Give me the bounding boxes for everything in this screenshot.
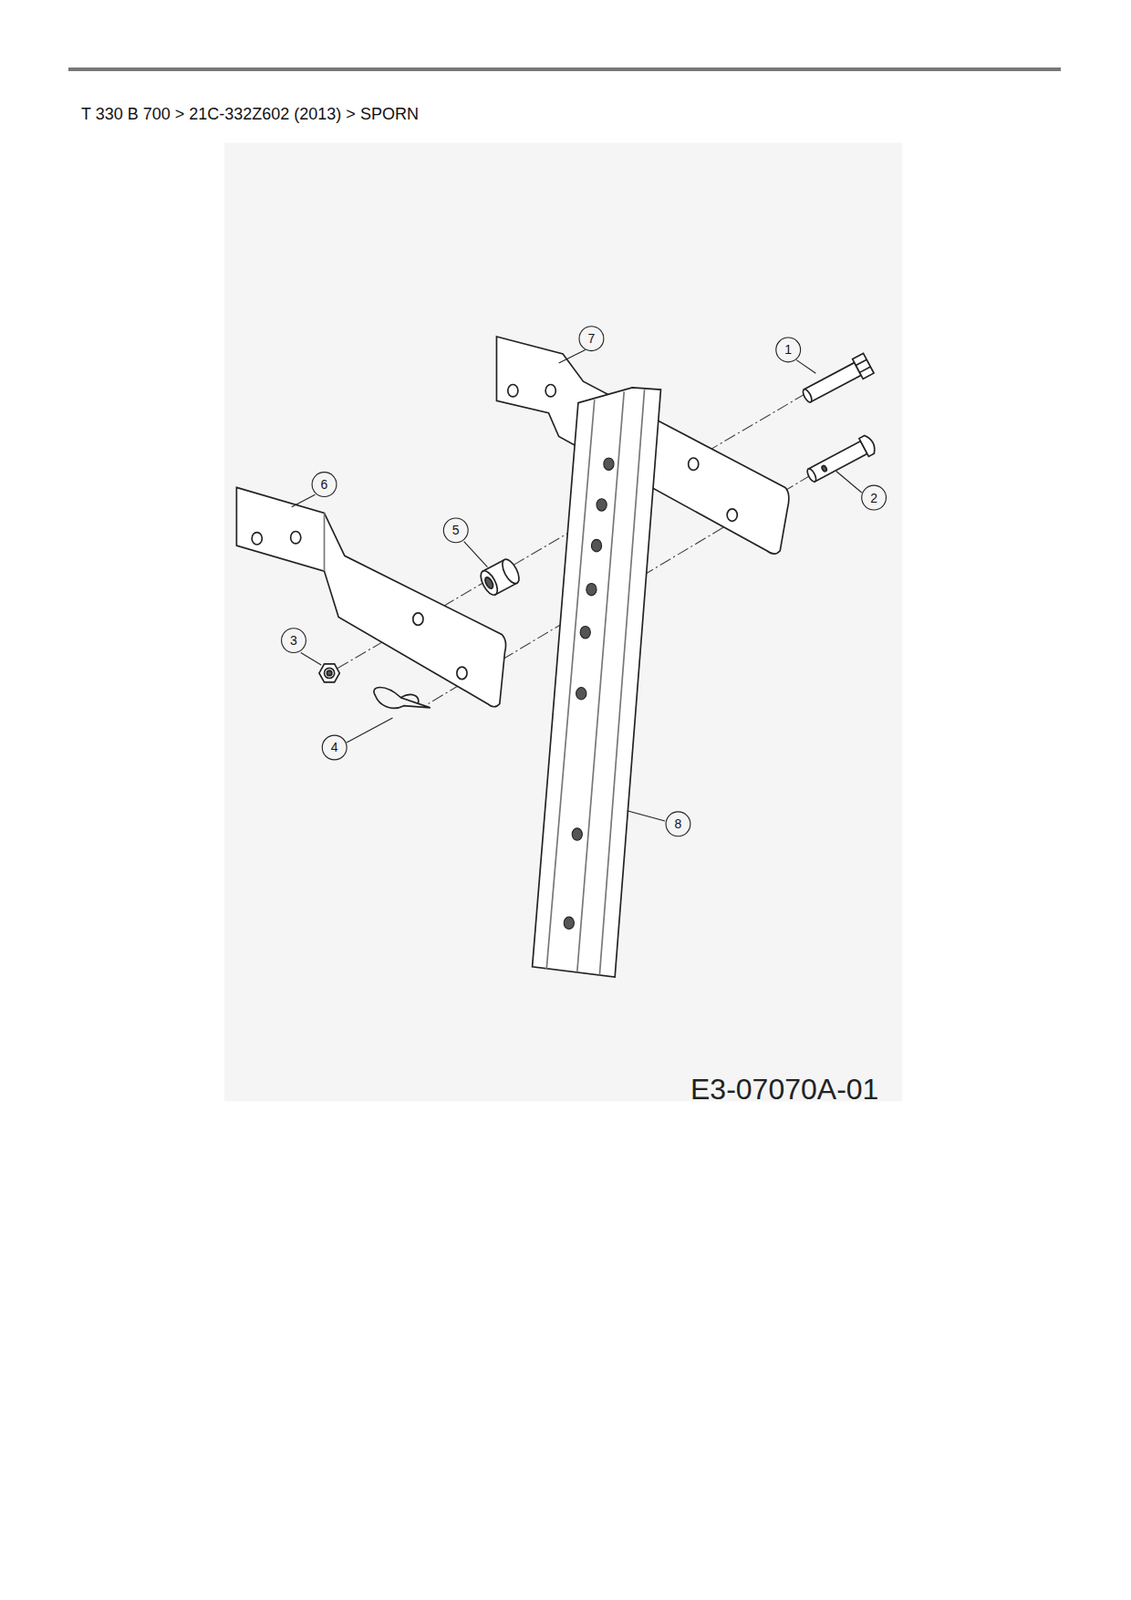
callout-number: 6	[312, 477, 337, 492]
exploded-view	[599, 389, 644, 976]
exploded-view	[665, 811, 691, 837]
exploded-view	[586, 582, 597, 595]
exploded-view	[311, 472, 337, 498]
exploded-view	[859, 433, 878, 457]
exploded-view	[563, 457, 614, 930]
callout-number: 8	[665, 816, 690, 831]
bolt	[798, 352, 874, 407]
exploded-view	[291, 494, 316, 507]
exploded-view	[281, 628, 307, 654]
exploded-view	[323, 512, 326, 571]
exploded-view	[373, 687, 431, 709]
exploded-view	[776, 337, 801, 363]
exploded-view	[251, 532, 262, 545]
exploded-view	[836, 471, 862, 493]
exploded-view	[796, 360, 816, 374]
exploded-view	[591, 539, 602, 551]
callout-number: 1	[776, 342, 800, 357]
exploded-view	[413, 612, 424, 625]
exploded-view	[571, 828, 582, 841]
exploded-view	[319, 664, 340, 683]
exploded-view	[726, 508, 737, 521]
exploded-view	[290, 530, 301, 543]
exploded-view	[808, 441, 868, 482]
exploded-view	[627, 810, 665, 821]
callout-number: 2	[861, 490, 886, 506]
exploded-view	[579, 326, 604, 352]
exploded-view	[852, 352, 874, 379]
leader-line	[291, 349, 862, 821]
hex-nut	[319, 664, 340, 683]
top-rule	[68, 67, 1061, 72]
exploded-view	[321, 735, 347, 760]
exploded-view	[324, 667, 335, 678]
exploded-view	[805, 466, 818, 483]
exploded-view	[559, 349, 586, 364]
exploded-view	[688, 457, 699, 470]
exploded-view	[861, 485, 887, 510]
exploded-view	[236, 487, 506, 706]
exploded-view	[326, 670, 333, 676]
callout-number: 7	[579, 331, 603, 346]
exploded-view	[532, 387, 662, 977]
clevis-pin	[804, 433, 879, 486]
exploded-view	[545, 383, 556, 396]
exploded-view	[563, 916, 574, 929]
exploded-view	[456, 666, 467, 679]
exploded-view	[820, 465, 828, 473]
spur-bar	[532, 387, 662, 977]
exploded-view	[596, 498, 607, 511]
exploded-view	[224, 143, 903, 1102]
exploded-view	[576, 687, 587, 700]
exploded-view	[464, 541, 488, 568]
callout-number: 4	[322, 739, 347, 755]
figure-ground	[224, 143, 903, 1102]
hairpin-clip	[373, 687, 431, 709]
exploded-view	[400, 694, 418, 704]
exploded-view	[346, 717, 393, 743]
callout-number: 3	[281, 632, 306, 648]
exploded-view	[603, 457, 614, 470]
exploded-view	[477, 568, 500, 598]
drawing-number: E3-07070A-01	[690, 1072, 879, 1107]
exploded-view	[855, 359, 867, 365]
exploded-view	[801, 387, 814, 404]
exploded-view	[580, 625, 591, 638]
exploded-view	[803, 363, 862, 403]
page-title: T 330 B 700 > 21C-332Z602 (2013) > SPORN	[81, 104, 419, 125]
strap-plate	[236, 487, 506, 706]
exploded-view	[546, 399, 595, 969]
exploded-view	[508, 383, 519, 396]
exploded-view	[483, 576, 495, 591]
callout-circle	[281, 326, 887, 837]
exploded-view	[498, 556, 522, 586]
callout-number: 5	[444, 522, 468, 538]
exploded-view	[860, 366, 872, 373]
exploded-view	[443, 518, 468, 543]
exploded-view	[300, 653, 322, 665]
exploded-view	[577, 391, 624, 972]
